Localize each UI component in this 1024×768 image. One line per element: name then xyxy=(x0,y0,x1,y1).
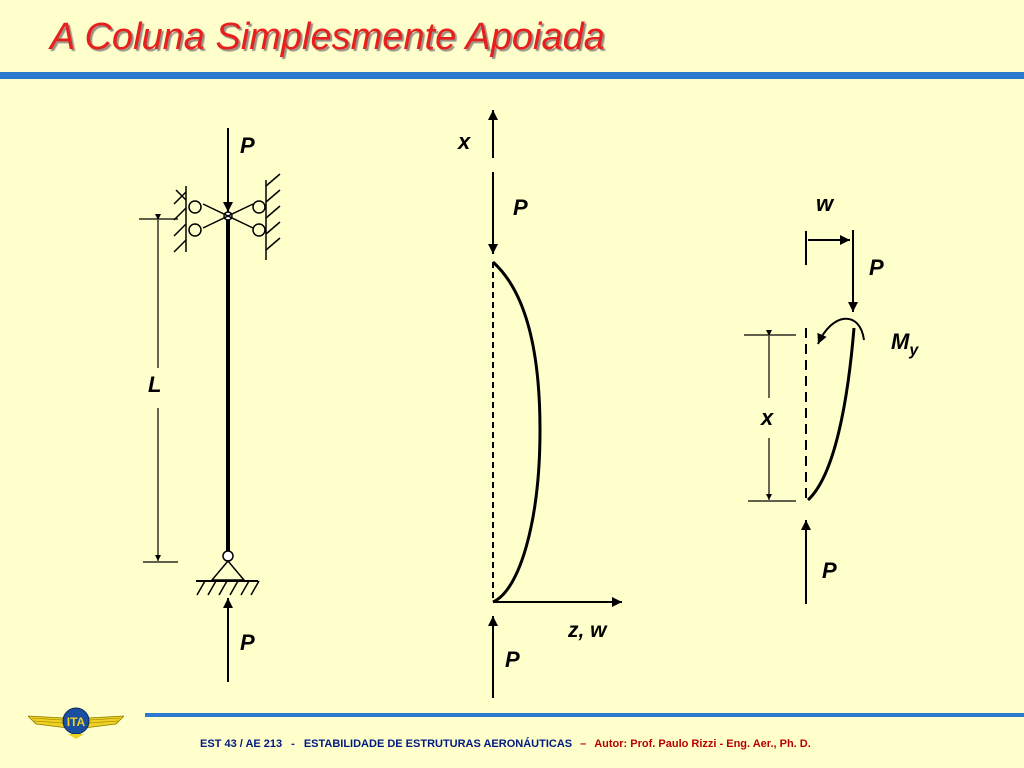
figure-2-buckled-column: x P z, w P xyxy=(457,110,622,698)
footer-course: EST 43 / AE 213 xyxy=(200,738,283,750)
ita-logo-icon: ITA xyxy=(28,707,124,739)
fig3-bottom-load-label: P xyxy=(822,558,837,583)
fig3-deflection-label: w xyxy=(816,191,835,216)
footer-subject: ESTABILIDADE DE ESTRUTURAS AERONÁUTICAS xyxy=(303,738,573,750)
fig1-top-load-label: P xyxy=(240,133,255,158)
footer-text: EST 43 / AE 213-ESTABILIDADE DE ESTRUTUR… xyxy=(200,738,811,750)
page-title: A Coluna Simplesmente Apoiada xyxy=(50,16,605,58)
fig3-moment-arc xyxy=(817,317,865,345)
title-divider xyxy=(0,72,1024,79)
svg-text:ITA: ITA xyxy=(67,715,86,729)
fig1-length-label: L xyxy=(148,372,161,397)
fig2-bottom-load-label: P xyxy=(505,647,520,672)
fig2-deflected-shape xyxy=(491,260,542,604)
fig3-moment-label: My xyxy=(891,329,919,359)
fig3-position-label: x xyxy=(760,405,774,430)
fig1-bottom-load-label: P xyxy=(240,630,255,655)
footer-separator: – xyxy=(580,738,587,750)
fig1-right-roller-support xyxy=(252,173,281,260)
fig3-top-load-label: P xyxy=(869,255,884,280)
fig3-deflected-segment xyxy=(806,327,856,502)
fig2-zw-axis-label: z, w xyxy=(567,619,608,642)
fig3-position-dimension xyxy=(744,330,796,502)
fig1-length-dimension xyxy=(139,214,178,563)
figure-1-column: P L P xyxy=(139,128,281,682)
footer-dash: - xyxy=(291,738,295,750)
figure-3-free-body: w P My x P xyxy=(744,191,919,604)
fig1-bottom-pin-support xyxy=(196,550,260,596)
footer-divider xyxy=(145,713,1024,717)
fig1-top-roller-links xyxy=(202,203,254,229)
fig3-moment-subscript: y xyxy=(908,342,919,359)
fig2-top-load-label: P xyxy=(513,195,528,220)
fig2-x-axis-label: x xyxy=(457,129,471,154)
footer-author: Autor: Prof. Paulo Rizzi - Eng. Aer., Ph… xyxy=(594,738,811,750)
fig1-left-roller-support xyxy=(173,186,202,253)
